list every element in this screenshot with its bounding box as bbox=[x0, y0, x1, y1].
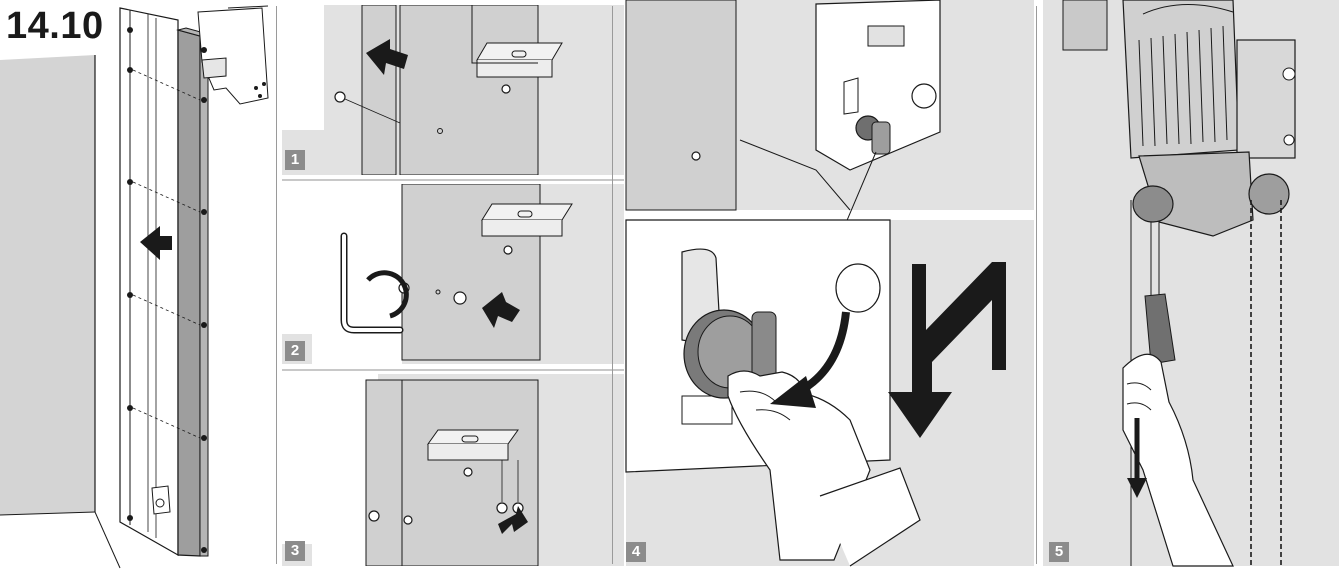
step-separator bbox=[282, 369, 624, 371]
pull-arrow-icon bbox=[1127, 478, 1147, 498]
step-badge: 1 bbox=[285, 150, 305, 170]
step-1-illustration: 1 bbox=[282, 5, 624, 175]
panel-separator bbox=[612, 6, 613, 564]
step-3-illustration: 3 bbox=[282, 374, 624, 566]
step-badge: 2 bbox=[285, 341, 305, 361]
push-arrow-icon bbox=[366, 39, 408, 75]
step-5-illustration: 5 bbox=[1043, 0, 1339, 570]
step-badge: 5 bbox=[1049, 542, 1069, 562]
push-arrow-icon bbox=[140, 226, 172, 260]
rotate-arrow-icon bbox=[368, 273, 406, 316]
push-arrow-icon bbox=[482, 292, 520, 328]
step-badge: 4 bbox=[626, 542, 646, 562]
step-separator bbox=[282, 179, 624, 181]
panel-separator bbox=[276, 6, 277, 564]
overview-illustration bbox=[0, 0, 275, 570]
step-4-illustration: 4 bbox=[620, 0, 1034, 570]
step-2-illustration: 2 bbox=[282, 184, 624, 364]
panel-separator bbox=[1036, 6, 1037, 564]
zigzag-arrow-icon bbox=[888, 262, 1006, 438]
push-arrow-icon bbox=[498, 506, 528, 534]
step-badge: 3 bbox=[285, 541, 305, 561]
